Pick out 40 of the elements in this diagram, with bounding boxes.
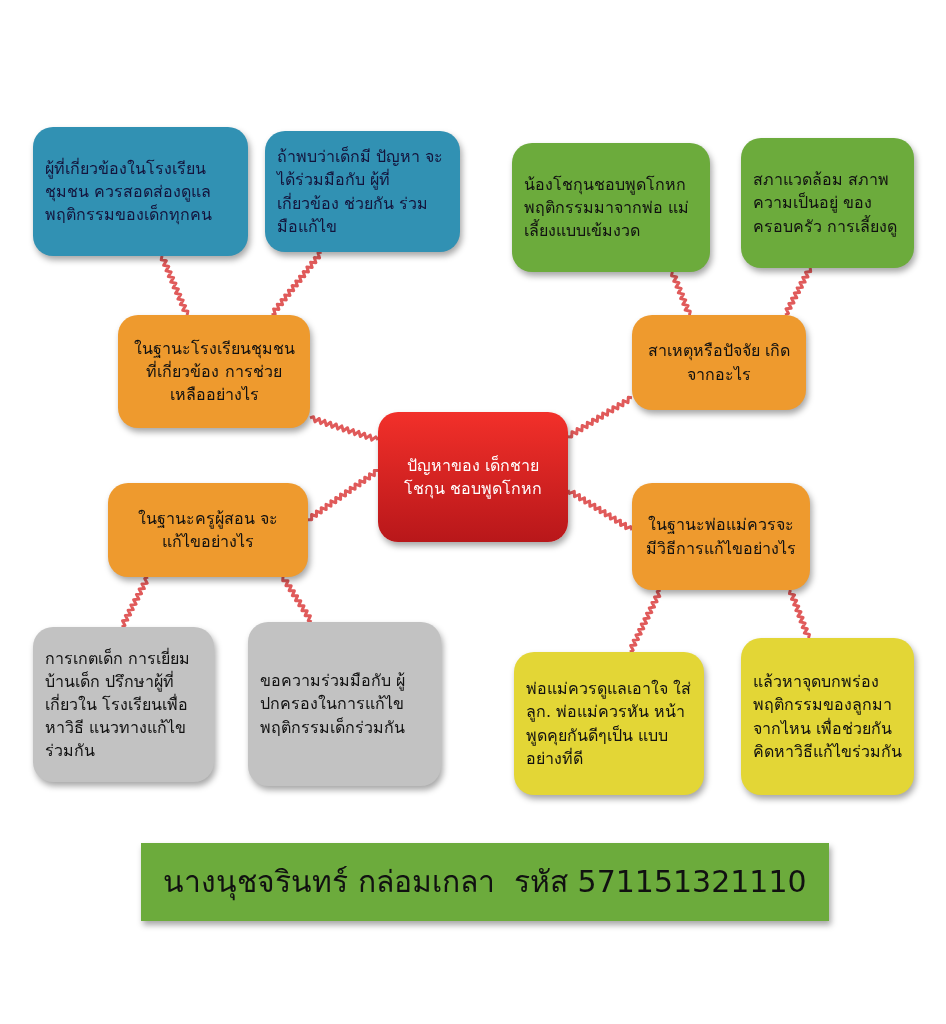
- idea-box: [265, 131, 460, 252]
- node-text: ในฐานะพ่อแม่ควรจะ มีวิธีการแก้ไขอย่างไร: [645, 514, 797, 560]
- node-text: ปัญหาของ เด็กชายโชกุน ชอบพูดโกหก: [402, 454, 544, 501]
- question-box: [632, 315, 806, 410]
- node-text: พ่อแม่ควรดูแลเอาใจ ใส่ลูก. พ่อแม่ควรหัน หน้าพูดคุยกันดีๆเป็น แบบอย่างที่ดี: [526, 678, 692, 770]
- connector-line: [787, 589, 811, 639]
- node-text: สาเหตุหรือปัจจัย เกิดจากอะไร: [646, 340, 792, 386]
- connector-line: [567, 395, 633, 439]
- question-box: [108, 483, 308, 577]
- connector-line: [271, 250, 322, 317]
- node-text: น้องโชกุนชอบพูดโกหก พฤติกรรมมาจากพ่อ แม่เลี้ยงแบบเข้มงวด: [524, 173, 691, 243]
- connector-line: [281, 576, 313, 624]
- idea-box: [514, 652, 704, 795]
- connector-line: [566, 489, 634, 531]
- node-text: ในฐานะครูผู้สอน จะแก้ไขอย่างไร: [136, 507, 280, 553]
- node-text: ผู้ที่เกี่ยวข้องในโรงเรียน ชุมชน ควรสอดส่องดูแล พฤติกรรมของเด็กทุกคน: [45, 157, 213, 227]
- idea-box: [33, 627, 214, 782]
- author-name: นางนุชจรินทร์ กล่อมเกลา รหัส 571151321110: [163, 863, 807, 903]
- node-text: ขอความร่วมมือกับ ผู้ปกครองในการแก้ไข พฤติกรรมเด็กร่วมกัน: [260, 670, 407, 739]
- node-text: การเกตเด็ก การเยี่ยมบ้านเด็ก ปรึกษาผู้ที่เกี่ยวใน โรงเรียนเพื่อหาวิธี แนวทางแก้ไขร่วมกัน: [45, 647, 192, 763]
- idea-box: [741, 638, 914, 795]
- idea-box: [248, 622, 441, 786]
- idea-box: [512, 143, 710, 272]
- node-text: แล้วหาจุดบกพร่อง พฤติกรรมของลูกมา จากไหน เพื่อช่วยกัน คิดหาวิธีแก้ไขร่วมกัน: [753, 671, 902, 763]
- connector-line: [629, 588, 662, 654]
- question-box: [118, 315, 310, 428]
- connector-line: [670, 271, 692, 316]
- connector-line: [121, 575, 149, 629]
- idea-box: [33, 127, 248, 256]
- node-text: ถ้าพบว่าเด็กมี ปัญหา จะได้ร่วมมือกับ ผู้ที่เกี่ยวข้อง ช่วยกัน ร่วมมือแก้ไข: [277, 145, 445, 238]
- connector-line: [307, 468, 379, 522]
- topic-box: [378, 412, 568, 542]
- connector-line: [309, 415, 380, 442]
- node-text: ในฐานะโรงเรียนชุมชน ที่เกี่ยวข้อง การช่วย เหลืออย่างไร: [132, 337, 296, 407]
- question-box: [632, 483, 810, 590]
- node-text: สภาแวดล้อม สภาพความเป็นอยู่ ของครอบครัว การเลี้ยงดู: [753, 169, 899, 238]
- connector-line: [784, 267, 813, 317]
- author-banner: [141, 843, 829, 921]
- idea-box: [741, 138, 914, 268]
- connector-line: [159, 255, 190, 316]
